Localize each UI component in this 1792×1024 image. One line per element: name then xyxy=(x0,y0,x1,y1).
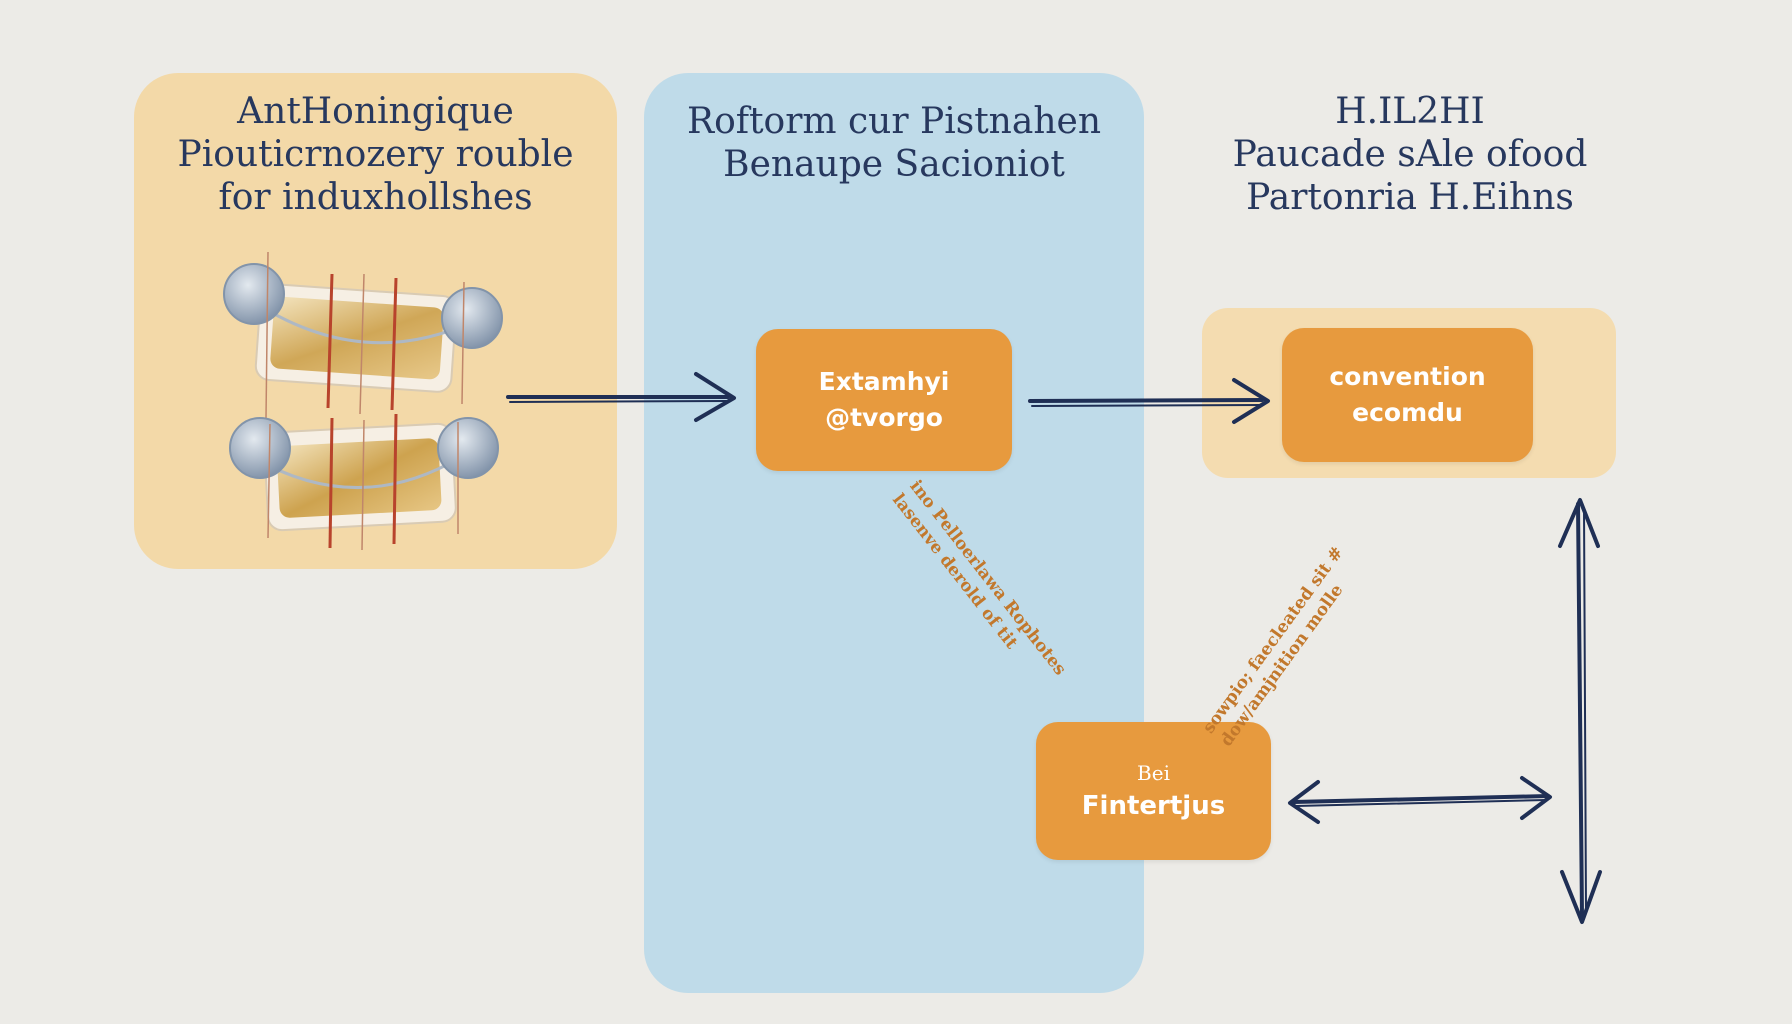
left-title-line-3: for induxhollshes xyxy=(218,177,533,218)
node-b[interactable]: convention ecomdu xyxy=(1282,328,1533,462)
center-title-line-2: Benaupe Sacioniot xyxy=(723,144,1065,185)
left-title-line-2: Piouticrnozery rouble xyxy=(177,134,574,175)
arrow-left-to-node-a xyxy=(506,372,736,422)
left-panel-title: AntHoningique Piouticrnozery rouble for … xyxy=(134,90,617,219)
node-a[interactable]: Extamhyi @tvorgo xyxy=(756,329,1012,471)
arrow-node-c-to-right xyxy=(1288,776,1552,824)
left-title-line-1: AntHoningique xyxy=(237,91,514,132)
right-panel-title: H.IL2HI Paucade sAle ofood Partonria H.E… xyxy=(1190,90,1630,219)
right-title-line-2: Paucade sAle ofood xyxy=(1232,134,1588,175)
right-title-line-1: H.IL2HI xyxy=(1335,91,1485,132)
arrow-node-a-to-node-b xyxy=(1028,378,1270,424)
center-title-line-1: Roftorm cur Pistnahen xyxy=(686,101,1102,142)
right-title-line-3: Partonria H.Eihns xyxy=(1246,177,1574,218)
center-panel-title: Roftorm cur Pistnahen Benaupe Sacioniot xyxy=(644,100,1144,186)
node-a-line-1: Extamhyi xyxy=(818,367,950,396)
capsule-bottom xyxy=(229,413,499,551)
arrow-vertical-right xyxy=(1558,498,1602,924)
node-c[interactable]: Bei Fintertjus xyxy=(1036,722,1271,860)
node-a-line-2: @tvorgo xyxy=(825,403,943,432)
node-b-line-2: ecomdu xyxy=(1352,398,1463,427)
capsule-top xyxy=(223,251,503,419)
capsule-device-illustration xyxy=(223,251,503,551)
node-b-line-1: convention xyxy=(1329,362,1486,391)
node-c-label: Fintertjus xyxy=(1081,791,1226,821)
node-c-small-label: Bei xyxy=(1137,761,1170,785)
